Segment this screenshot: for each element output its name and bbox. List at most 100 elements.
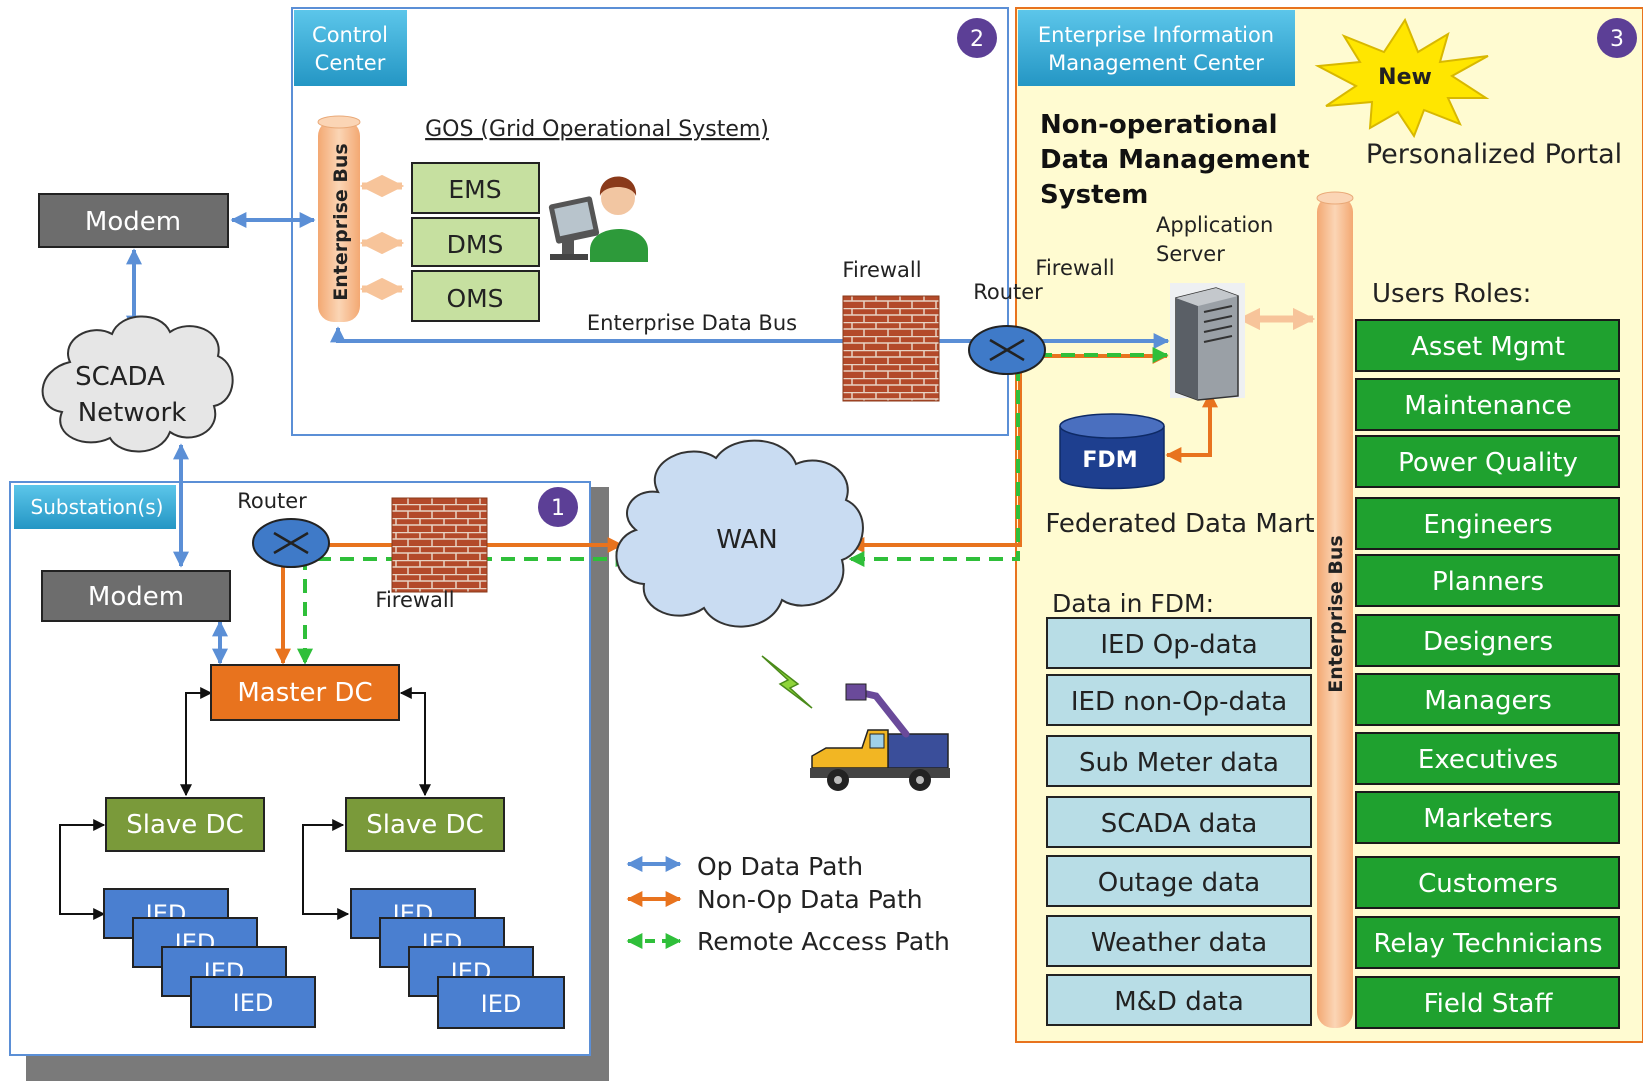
legend: Op Data Path Non-Op Data Path Remote Acc… xyxy=(626,852,950,956)
sub-firewall-label: Firewall xyxy=(375,588,454,612)
cc-router-icon xyxy=(968,325,1046,375)
scada-label-line1: SCADA xyxy=(75,362,165,392)
slave-dc-1-label: Slave DC xyxy=(126,810,243,840)
wan-cloud-shape xyxy=(615,439,864,628)
cc-firewall-label: Firewall xyxy=(842,258,921,282)
eimc-enterprise-bus-cylinder xyxy=(1317,196,1353,1028)
sub-router-label: Router xyxy=(237,489,307,513)
user-role-label: Relay Technicians xyxy=(1373,929,1602,959)
master-to-slave2-link xyxy=(399,687,431,797)
user-role-label: Asset Mgmt xyxy=(1411,332,1565,362)
user-role-label: Marketers xyxy=(1423,804,1553,834)
dms-rect xyxy=(411,217,540,267)
scada-network-cloud: SCADA Network xyxy=(41,315,234,453)
fdm-data-item xyxy=(1046,796,1312,848)
fdm-data-item-label: Outage data xyxy=(1098,868,1260,898)
eimc-badge xyxy=(1597,18,1637,58)
ems-rect xyxy=(411,162,540,214)
field-truck-icon xyxy=(810,683,950,791)
eimc-enterprise-bus-label: Enterprise Bus xyxy=(1325,535,1347,692)
fdm-data-item-label: Sub Meter data xyxy=(1079,748,1279,778)
scada-cloud-shape xyxy=(41,315,234,453)
scada-label-line2: Network xyxy=(78,398,187,428)
slave-dc-2-rect xyxy=(345,797,505,852)
gos-label: GOS (Grid Operational System) xyxy=(425,117,769,142)
user-role-item xyxy=(1355,673,1620,726)
fdm-data-item xyxy=(1046,915,1312,967)
fdm-icon-label: FDM xyxy=(1082,448,1137,473)
new-burst-shape xyxy=(1314,17,1490,139)
nodms-title-line2: Data Management xyxy=(1040,145,1310,175)
fdm-label: Federated Data Mart xyxy=(1045,509,1314,539)
eimc-badge-number: 3 xyxy=(1610,27,1624,52)
slave-dc-1: Slave DC xyxy=(105,797,265,852)
cc-bus-cap xyxy=(317,115,361,129)
user-role-label: Designers xyxy=(1423,627,1553,657)
oms-box: OMS xyxy=(411,270,540,322)
operator-icon xyxy=(548,176,648,262)
oms-label: OMS xyxy=(446,284,503,313)
dms-box: DMS xyxy=(411,217,540,267)
ied-card xyxy=(190,976,316,1028)
application-server-icon xyxy=(1170,283,1245,401)
new-burst-badge: New xyxy=(1314,17,1490,139)
fdm-data-item-label: SCADA data xyxy=(1101,809,1258,839)
user-role-item xyxy=(1355,856,1620,909)
fdm-data-item-label: Weather data xyxy=(1091,928,1267,958)
nodms-title-line3: System xyxy=(1040,180,1148,210)
user-role-item xyxy=(1355,435,1620,488)
sub-modem-label: Modem xyxy=(88,582,184,612)
slave-dc-2: Slave DC xyxy=(345,797,505,852)
sub-firewall-icon xyxy=(391,497,488,593)
ied-stack-2: IED IED IED IED xyxy=(350,888,565,1029)
eimc-title-line1: Enterprise Information xyxy=(1038,23,1274,47)
nodms-title-line1: Non-operational xyxy=(1040,110,1278,140)
user-role-item xyxy=(1355,732,1620,785)
slave1-to-ied-link xyxy=(59,819,106,920)
user-role-item xyxy=(1355,319,1620,372)
data-in-fdm-title: Data in FDM: xyxy=(1052,589,1214,618)
legend-nonop-label: Non-Op Data Path xyxy=(697,885,923,914)
user-role-item xyxy=(1355,916,1620,969)
fdm-data-item xyxy=(1046,974,1312,1026)
master-to-slave1-link xyxy=(180,687,213,797)
user-role-label: Field Staff xyxy=(1424,989,1554,1019)
substation-title: Substation(s) xyxy=(31,495,164,519)
control-center-badge xyxy=(957,18,997,58)
slave2-to-ied-link xyxy=(302,819,350,920)
fdm-data-item-label: IED non-Op-data xyxy=(1071,687,1287,717)
wan-label: WAN xyxy=(716,525,778,555)
fdm-data-item xyxy=(1046,617,1312,669)
user-role-label: Executives xyxy=(1418,745,1558,775)
cc-enterprise-bus-cylinder xyxy=(318,120,360,322)
ied-card xyxy=(437,976,565,1029)
eimc-bus-cap xyxy=(1316,191,1354,205)
cc-enterprise-bus-label: Enterprise Bus xyxy=(330,143,352,300)
substation-header xyxy=(14,485,176,529)
control-center-badge-number: 2 xyxy=(970,27,984,52)
app-server-label-line2: Server xyxy=(1156,242,1225,266)
sub-modem-box xyxy=(41,570,231,622)
ied-label: IED xyxy=(233,989,274,1017)
ems-label: EMS xyxy=(448,175,501,204)
slave-dc-2-label: Slave DC xyxy=(366,810,483,840)
user-roles-title: Users Roles: xyxy=(1372,279,1531,309)
user-role-label: Customers xyxy=(1418,869,1558,899)
user-role-label: Power Quality xyxy=(1398,448,1578,478)
fdm-data-item xyxy=(1046,674,1312,726)
oms-rect xyxy=(411,270,540,322)
user-role-item xyxy=(1355,614,1620,667)
user-role-item xyxy=(1355,378,1620,431)
fdm-data-item xyxy=(1046,855,1312,907)
slave-dc-1-rect xyxy=(105,797,265,852)
modem-top: Modem xyxy=(38,193,229,248)
user-role-item xyxy=(1355,554,1620,607)
wan-cloud: WAN xyxy=(615,439,864,628)
legend-remote-label: Remote Access Path xyxy=(697,927,950,956)
modem-top-label: Modem xyxy=(85,207,181,237)
sub-modem: Modem xyxy=(41,570,231,622)
user-role-label: Engineers xyxy=(1423,510,1552,540)
